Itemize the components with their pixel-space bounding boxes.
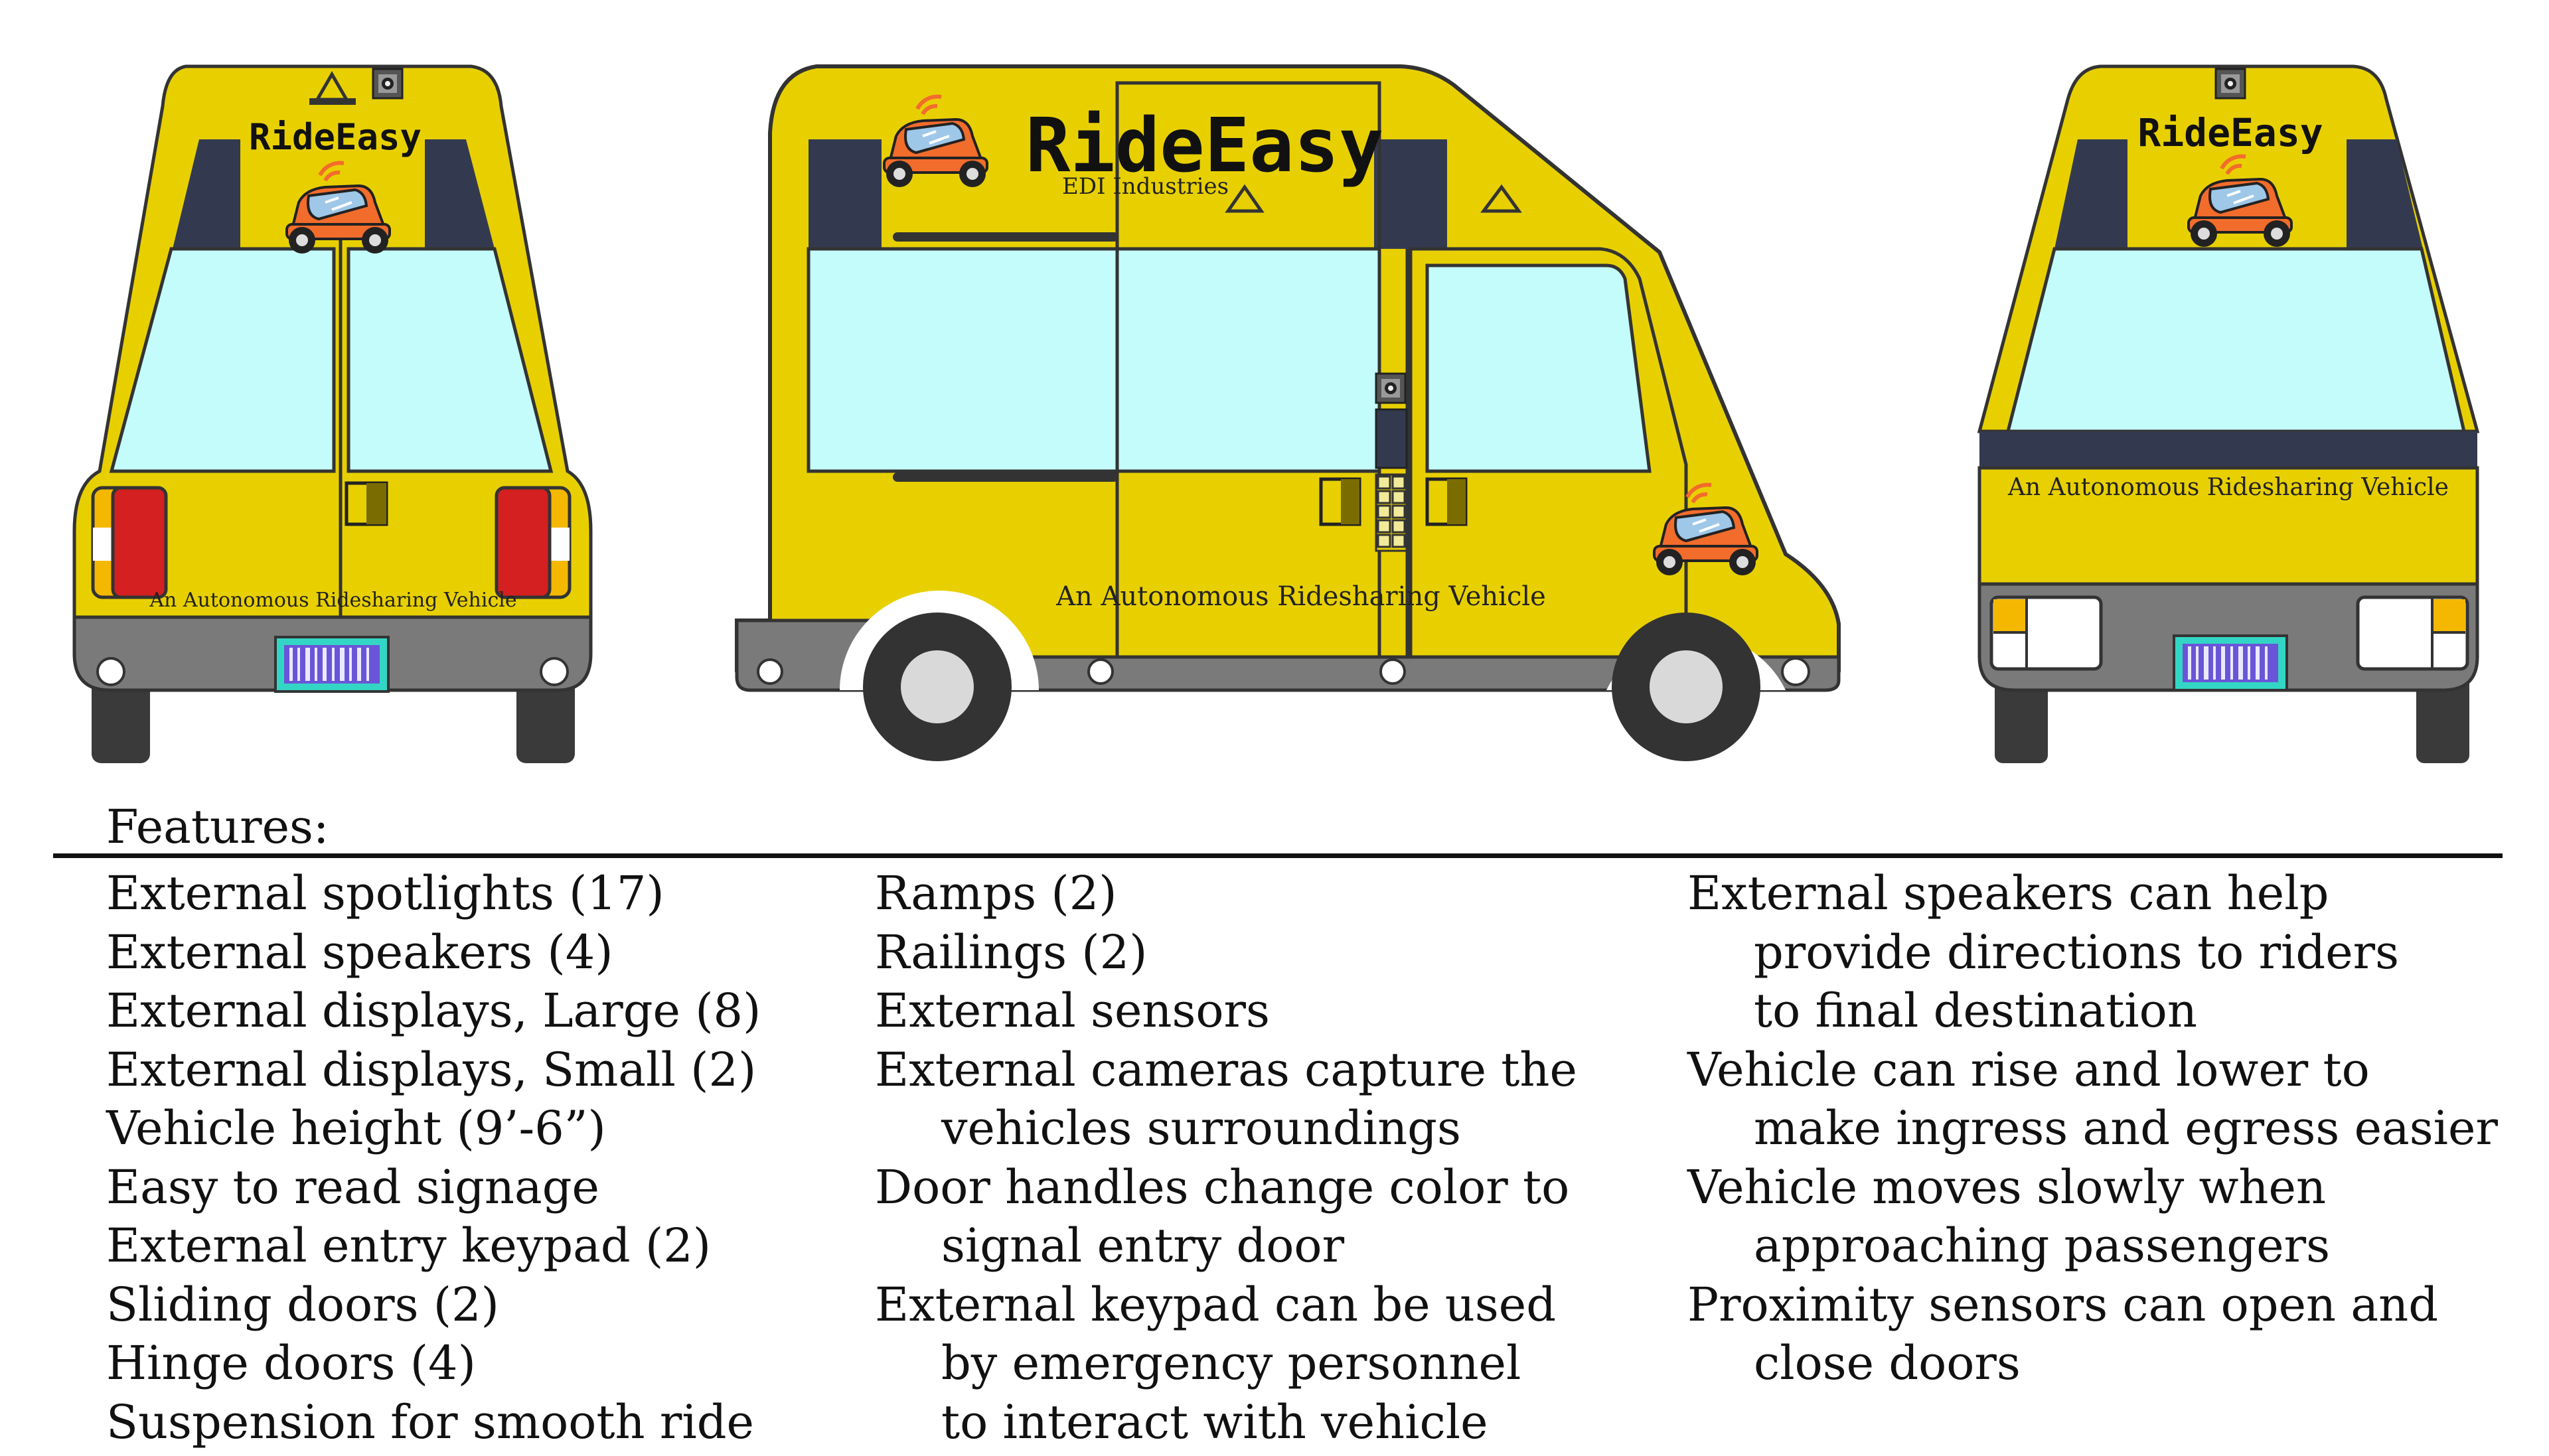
feature-item-continuation: provide directions to riders <box>1754 924 2400 980</box>
feature-item: External displays, Large (8) <box>106 983 761 1038</box>
camera-icon <box>2214 68 2246 100</box>
rear-view: RideEasy An Autonomous Ridesharing Vehic… <box>72 64 593 763</box>
license-plate <box>2173 634 2288 692</box>
rear-brand-label: RideEasy <box>249 116 422 158</box>
feature-item: Easy to read signage <box>106 1159 599 1214</box>
feature-item-continuation: to final destination <box>1754 983 2197 1038</box>
feature-item: Vehicle moves slowly when <box>1687 1159 2327 1214</box>
feature-item-continuation: to interact with vehicle <box>941 1394 1488 1449</box>
front-view: An Autonomous Ridesharing Vehicle <box>1977 64 2480 763</box>
feature-item: Suspension for smooth ride <box>106 1394 754 1449</box>
company-label: EDI Industries <box>1062 173 1229 200</box>
feature-item: External displays, Small (2) <box>106 1042 757 1097</box>
feature-item: Hinge doors (4) <box>106 1336 476 1390</box>
feature-item-continuation: by emergency personnel <box>941 1336 1521 1390</box>
side-window-1 <box>807 247 1119 473</box>
feature-item: Vehicle height (9’-6”) <box>106 1101 606 1155</box>
feature-item-continuation: approaching passengers <box>1754 1218 2331 1273</box>
tail-light-left <box>91 486 168 599</box>
side-window-2 <box>1115 247 1381 473</box>
side-wheel-rear <box>863 613 1012 761</box>
feature-item-continuation: close doors <box>1754 1336 2021 1390</box>
feature-item: External sensors <box>875 983 1270 1038</box>
feature-item: External speakers can help <box>1687 866 2329 920</box>
side-tagline: An Autonomous Ridesharing Vehicle <box>1055 581 1546 612</box>
side-brand-label: RideEasy <box>1026 103 1383 189</box>
features-column-1: External spotlights (17)External speaker… <box>106 864 761 1451</box>
front-brand-label: RideEasy <box>2137 110 2323 155</box>
rear-wheel-right <box>516 677 575 763</box>
feature-item: External cameras capture the <box>875 1042 1577 1097</box>
feature-item: Ramps (2) <box>875 866 1117 920</box>
side-view: RideEasy EDI Industries An Autonomous Ri… <box>735 64 1841 761</box>
feature-item: External speakers (4) <box>106 924 613 980</box>
rear-wheel-left <box>92 677 150 763</box>
tail-light-right <box>495 486 572 599</box>
feature-item: External keypad can be used <box>875 1277 1557 1332</box>
spotlight <box>1480 184 1522 213</box>
feature-item: External entry keypad (2) <box>106 1218 712 1273</box>
rear-tagline: An Autonomous Ridesharing Vehicle <box>149 589 516 612</box>
front-wheel-left <box>1995 674 2048 763</box>
feature-item-continuation: make ingress and egress easier <box>1754 1101 2498 1155</box>
divider <box>53 853 2503 858</box>
feature-item: External spotlights (17) <box>106 866 664 920</box>
spotlight <box>1225 184 1265 213</box>
feature-item-continuation: signal entry door <box>941 1218 1345 1273</box>
features-title: Features: <box>106 800 329 854</box>
feature-item-continuation: vehicles surroundings <box>941 1101 1461 1155</box>
side-wheel-front <box>1612 613 1760 761</box>
vehicle-drawings: RideEasy An Autonomous Ridesharing Vehic… <box>72 64 2480 763</box>
feature-item: Vehicle can rise and lower to <box>1687 1042 2370 1097</box>
front-wheel-right <box>2416 674 2469 763</box>
license-plate <box>274 636 390 693</box>
hinge-door <box>1409 247 1688 672</box>
camera-icon <box>372 68 404 100</box>
feature-item: Door handles change color to <box>875 1159 1570 1214</box>
headlight-right <box>2356 595 2469 671</box>
front-door-window <box>1425 263 1652 473</box>
camera-icon <box>1375 372 1407 404</box>
entry-keypad <box>1375 473 1408 552</box>
headlight-left <box>1989 595 2103 671</box>
feature-item: Railings (2) <box>875 924 1148 980</box>
feature-item: Sliding doors (2) <box>106 1277 499 1332</box>
small-display <box>1375 408 1408 469</box>
feature-item: Proximity sensors can open and <box>1687 1277 2439 1332</box>
front-tagline: An Autonomous Ridesharing Vehicle <box>2007 474 2449 501</box>
windshield <box>2005 247 2467 433</box>
